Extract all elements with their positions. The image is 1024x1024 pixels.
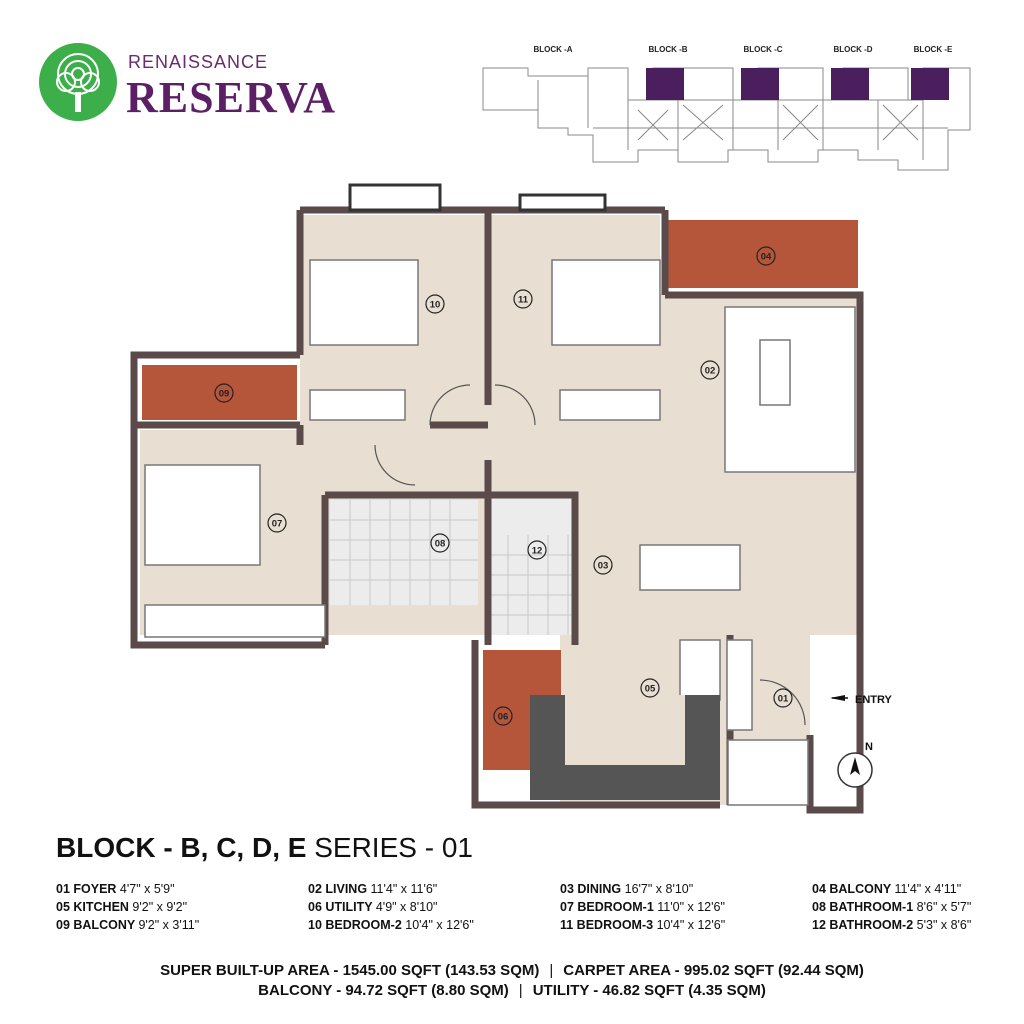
separator: | — [549, 962, 554, 979]
room-number-label: 07 — [272, 519, 283, 530]
room-badge-circle — [267, 513, 287, 533]
room-badge-circle — [425, 294, 445, 314]
room-number-label: 04 — [761, 252, 772, 263]
room-number-label: 12 — [532, 546, 543, 557]
room-entry: 05 KITCHEN 9'2" x 9'2" — [56, 900, 188, 914]
keyplan-block-label: BLOCK -E — [914, 45, 953, 54]
door-swings — [374, 384, 806, 726]
room-number-label: 03 — [598, 561, 609, 572]
plan-title-block: BLOCK - B, C, D, E — [56, 832, 307, 863]
keyplan-block-label: BLOCK -A — [533, 45, 572, 54]
area-line-2: BALCONY - 94.72 SQFT (8.80 SQM) | UTILITY … — [0, 982, 1024, 999]
room-schedule-col-3: 03 DINING 16'7" x 8'10" 07 BEDROOM-1 11'… — [560, 880, 725, 934]
room-schedule-col-1: 01 FOYER 4'7" x 5'9" 05 KITCHEN 9'2" x 9… — [56, 880, 199, 934]
keyplan-highlighted-unit — [741, 68, 779, 100]
room-entry: 03 DINING 16'7" x 8'10" — [560, 882, 694, 896]
room-number-label: 06 — [498, 712, 509, 723]
bed-bedroom-2 — [309, 259, 419, 346]
room-number-label: 01 — [778, 694, 789, 705]
utility-area: UTILITY - 46.82 SQFT (4.35 SQM) — [532, 982, 766, 999]
room-schedule-col-2: 02 LIVING 11'4" x 11'6" 06 UTILITY 4'9" … — [308, 880, 474, 934]
bed-bedroom-1 — [144, 464, 261, 566]
balcony-09 — [142, 365, 297, 420]
brand-subtitle: RENAISSANCE — [128, 52, 269, 72]
bathroom-tiles — [330, 500, 578, 635]
fridge — [679, 639, 721, 701]
room-number-label: 02 — [705, 366, 716, 377]
room-entry: 06 UTILITY 4'9" x 8'10" — [308, 900, 438, 914]
room-badge-circle — [430, 533, 450, 553]
room-badge-circle — [513, 289, 533, 309]
room-entry: 04 BALCONY 11'4" x 4'11" — [812, 882, 962, 896]
room-schedule-col-4: 04 BALCONY 11'4" x 4'11" 08 BATHROOM-1 8… — [812, 880, 971, 934]
key-plan: BLOCK -A BLOCK -B BLOCK -C BLOCK -D BLOCK -E — [482, 45, 971, 171]
room-number-label: 05 — [645, 684, 656, 695]
keyplan-block-label: BLOCK -D — [833, 45, 872, 54]
bed-bedroom-3 — [551, 259, 661, 346]
room-entry: 09 BALCONY 9'2" x 3'11" — [56, 918, 200, 932]
room-badge-circle — [640, 678, 660, 698]
super-built-up-area: SUPER BUILT-UP AREA - 1545.00 SQFT (143.… — [160, 962, 540, 979]
north-label: N — [865, 741, 873, 753]
keyplan-highlighted-unit — [831, 68, 869, 100]
room-entry: 01 FOYER 4'7" x 5'9" — [56, 882, 175, 896]
room-badge-circle — [493, 706, 513, 726]
coffee-table — [759, 339, 791, 406]
room-badge-circle — [756, 246, 776, 266]
lift-shaft — [727, 739, 809, 806]
window-bedroom-2 — [348, 183, 442, 212]
bathroom-2-floor — [488, 495, 578, 635]
carpet-area: CARPET AREA - 995.02 SQFT (92.44 SQM) — [563, 962, 864, 979]
room-number-label: 10 — [430, 300, 441, 311]
room-entry: 08 BATHROOM-1 8'6" x 5'7" — [812, 900, 972, 914]
area-line-1: SUPER BUILT-UP AREA - 1545.00 SQFT (143.… — [0, 962, 1024, 979]
keyplan-highlighted-unit — [911, 68, 949, 100]
room-entry: 07 BEDROOM-1 11'0" x 12'6" — [560, 900, 725, 914]
highlighted-units — [646, 68, 949, 100]
dining-table — [639, 544, 741, 591]
room-entry: 10 BEDROOM-2 10'4" x 12'6" — [308, 918, 474, 932]
room-entry: 02 LIVING 11'4" x 11'6" — [308, 882, 438, 896]
entry-label: ENTRY — [855, 694, 893, 706]
room-badge-circle — [700, 360, 720, 380]
room-number-label: 09 — [219, 389, 230, 400]
room-badge-circle — [527, 540, 547, 560]
keyplan-block-label: BLOCK -C — [743, 45, 782, 54]
reserva-tree-logo — [39, 43, 117, 121]
room-entry: 11 BEDROOM-3 10'4" x 12'6" — [560, 918, 726, 932]
floor-plan: 01 02 03 04 05 06 07 08 09 10 11 12 ENTRY N — [130, 183, 893, 814]
wardrobe-bedroom-1 — [144, 604, 326, 638]
balcony-04 — [668, 220, 858, 288]
room-badge-circle — [214, 383, 234, 403]
room-entry: 12 BATHROOM-2 5'3" x 8'6" — [812, 918, 972, 932]
room-number-label: 08 — [435, 539, 446, 550]
plan-title: BLOCK - B, C, D, E SERIES - 01 — [56, 832, 473, 864]
room-badge-circle — [773, 688, 793, 708]
wardrobe-bedroom-2 — [309, 389, 406, 421]
keyplan-highlighted-unit — [646, 68, 684, 100]
kitchen-counter — [726, 639, 753, 731]
balcony-area: BALCONY - 94.72 SQFT (8.80 SQM) — [258, 982, 509, 999]
room-number-label: 11 — [518, 295, 529, 306]
kitchen-floor-inset — [565, 695, 685, 765]
wardrobe-bedroom-3 — [559, 389, 661, 421]
separator: | — [518, 982, 523, 999]
room-badge-circle — [593, 555, 613, 575]
bathroom-1-floor — [330, 500, 478, 605]
plan-title-series: SERIES - 01 — [314, 832, 473, 863]
window-bedroom-3 — [518, 193, 607, 212]
brand-title: RESERVA — [126, 73, 337, 122]
keyplan-block-label: BLOCK -B — [648, 45, 687, 54]
